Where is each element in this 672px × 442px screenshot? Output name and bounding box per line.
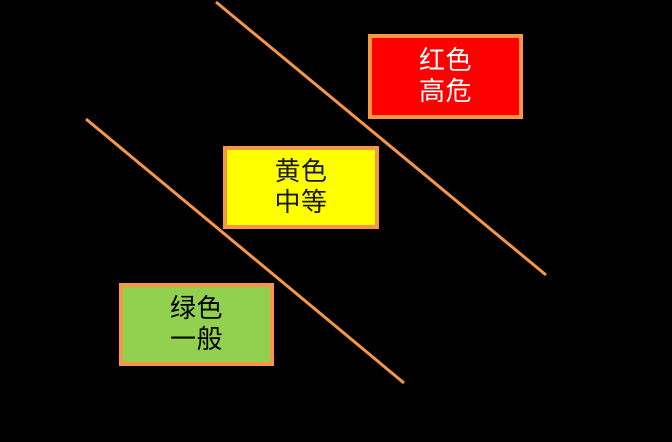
risk-box-yellow-color-label: 黄色 (274, 157, 328, 188)
lower-divider-line (85, 117, 405, 385)
risk-box-red-level-label: 高危 (418, 76, 472, 107)
risk-box-green-color-label: 绿色 (169, 294, 223, 325)
risk-box-red[interactable]: 红色 高危 (368, 34, 523, 119)
risk-box-green-level-label: 一般 (169, 324, 223, 355)
upper-divider-line (215, 0, 547, 277)
risk-box-yellow[interactable]: 黄色 中等 (223, 146, 379, 229)
risk-box-yellow-level-label: 中等 (274, 187, 328, 218)
risk-box-green[interactable]: 绿色 一般 (119, 283, 274, 366)
risk-box-red-color-label: 红色 (418, 46, 472, 77)
